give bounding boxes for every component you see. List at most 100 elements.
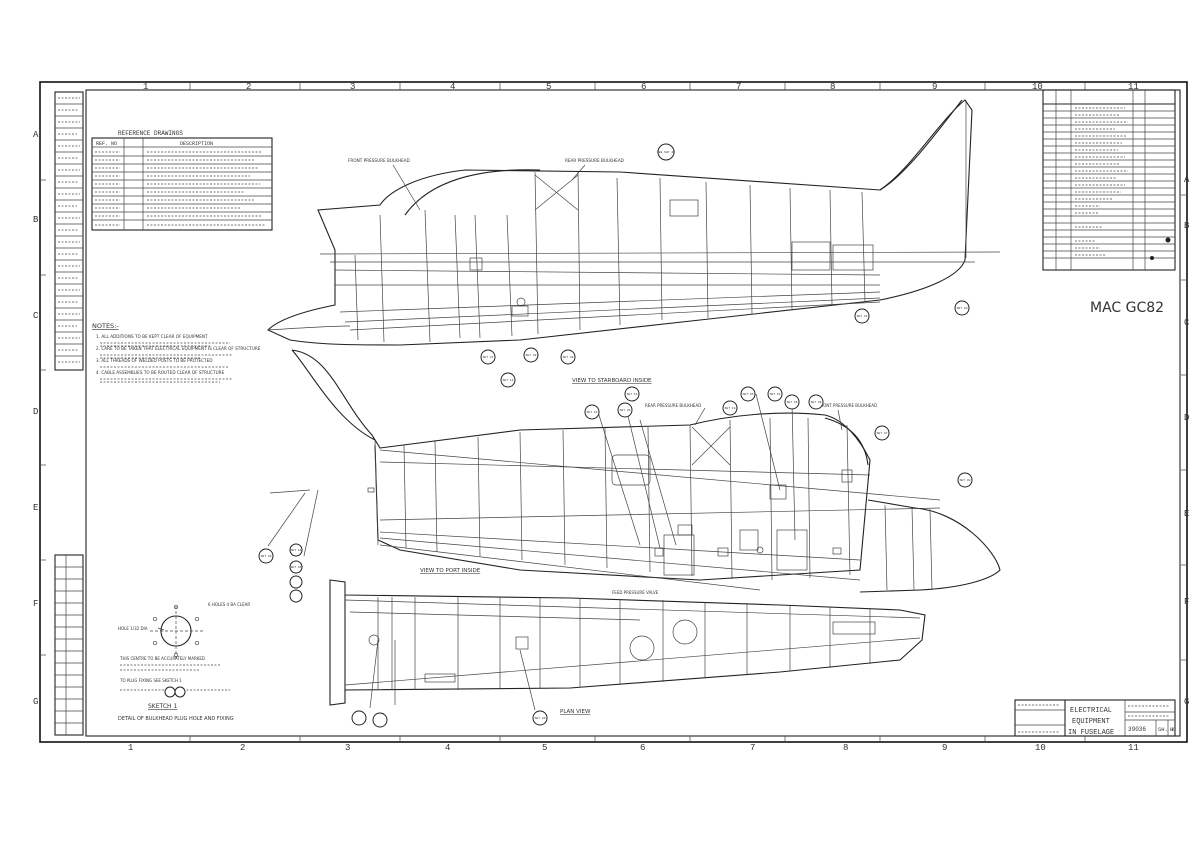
sheet-number: SH. 2 — [1158, 726, 1175, 733]
callout-bubble: SEE SHT 20 — [657, 143, 675, 161]
bubble-label: SHT 45 — [291, 566, 302, 569]
grid-row-left: G — [33, 697, 38, 707]
grid-row-left: D — [33, 407, 38, 417]
ref-col-header: REF. NO — [96, 141, 117, 147]
bubble-label: SHT 38 — [960, 479, 971, 482]
bubble-label: SHT 16 — [503, 379, 514, 382]
bubble-label: SHT 18 — [627, 393, 638, 396]
view-label-starboard: VIEW TO STARBOARD INSIDE — [572, 378, 652, 384]
grid-row-right: G — [1184, 697, 1189, 707]
grid-col-top: 7 — [736, 82, 741, 92]
grid-col-top: 8 — [830, 82, 835, 92]
callout-bubble: SHT 37 — [480, 349, 496, 365]
grid-col-top: 1 — [143, 82, 148, 92]
grid-col-top: 3 — [350, 82, 355, 92]
sketch-note-centre: THIS CENTRE TO BE ACCURATELY MARKED — [119, 656, 205, 661]
sketch-1-detail: HOLE 1/32 DIA 6 HOLES 4 BA CLEAR THIS CE… — [118, 602, 250, 722]
grid-col-bottom: 1 — [128, 743, 133, 753]
fuselage-port-view: REAR PRESSURE BULKHEAD FRONT PRESSURE BU… — [267, 349, 1001, 595]
grid-row-right: D — [1184, 413, 1189, 423]
title-line-2: EQUIPMENT — [1072, 718, 1110, 726]
grid-col-bottom: 3 — [345, 743, 350, 753]
drawing-number: 39036 — [1128, 726, 1146, 733]
grid-col-top: 6 — [641, 82, 646, 92]
grid-col-bottom: 11 — [1128, 743, 1139, 753]
grid-col-bottom: 2 — [240, 743, 245, 753]
grid-row-right: E — [1184, 509, 1189, 519]
callout-feed-valve: FEED PRESSURE VALVE — [612, 590, 659, 595]
sketch-note-fixing: TO PLUG FIXING SEE SKETCH 1 — [119, 678, 182, 683]
grid-col-bottom: 6 — [640, 743, 645, 753]
callout-front-pressure-mid: FRONT PRESSURE BULKHEAD — [818, 403, 877, 408]
callout-bubble: SHT 38 — [523, 347, 539, 363]
callout-bubble: SHT 18 — [624, 386, 640, 402]
callout-bubble: SHT 39 — [617, 402, 633, 418]
bubble-label: SHT 40 — [957, 307, 968, 310]
grid-col-bottom: 7 — [750, 743, 755, 753]
grid-col-bottom: 5 — [542, 743, 547, 753]
bubble-label: SHT 41 — [770, 393, 781, 396]
parts-list-table — [1042, 89, 1176, 271]
bubble-label: SHT 39 — [811, 401, 822, 404]
callout-bubble: SHT 40 — [954, 300, 970, 316]
bubble-label: SHT 36 — [787, 401, 798, 404]
left-revision-strip — [54, 91, 84, 736]
row-ticks — [40, 179, 1187, 661]
view-label-plan: PLAN VIEW — [560, 709, 591, 715]
grid-ticks — [189, 82, 1086, 742]
callout-bubble: SHT 41 — [767, 386, 783, 402]
note-item: 3. ALL THREADS OF WELDED POSTS TO BE PRO… — [96, 358, 212, 363]
callout-bubble: SHT 19 — [722, 400, 738, 416]
grid-row-left: F — [33, 599, 38, 609]
callout-rear-pressure-top: REAR PRESSURE BULKHEAD — [565, 158, 624, 163]
bubble-label: SHT 46 — [261, 555, 272, 558]
grid-col-bottom: 4 — [445, 743, 450, 753]
sketch-label-hole: HOLE 1/32 DIA — [118, 626, 148, 631]
callout-bubble: SHT 35 — [740, 386, 756, 402]
note-item: 4. CABLE ASSEMBLIES TO BE ROUTED CLEAR O… — [96, 370, 225, 375]
grid-col-top: 5 — [546, 82, 551, 92]
grid-row-right: B — [1184, 221, 1190, 231]
bubble-label: SHT 37 — [877, 432, 888, 435]
callout-bubble: SHT 44 — [854, 308, 870, 324]
grid-row-left: C — [33, 311, 39, 321]
callout-bubble: SHT 46 — [258, 548, 274, 564]
reference-drawings-table: REFERENCE DRAWINGS REF. NO DESCRIPTION — [91, 130, 273, 231]
callout-bubble: SHT 31 — [584, 404, 600, 420]
notes-heading: NOTES:- — [92, 322, 119, 330]
grid-col-bottom: 9 — [942, 743, 947, 753]
callout-bubble: SHT 39 — [560, 349, 576, 365]
sketch-subtitle: DETAIL OF BULKHEAD PLUG HOLE AND FIXING — [118, 716, 234, 722]
callout-bubble: SHT 16 — [500, 372, 516, 388]
bubble-label: SHT 31 — [587, 411, 598, 414]
grid-col-bottom: 10 — [1035, 743, 1046, 753]
bubble-label: SHT 44 — [291, 549, 302, 552]
sketch-label-holes: 6 HOLES 4 BA CLEAR — [208, 602, 250, 607]
bubble-label: SHT 38 — [526, 354, 537, 357]
grid-row-left: A — [33, 130, 39, 140]
note-item: 1. ALL ADDITIONS TO BE KEPT CLEAR OF EQU… — [96, 334, 208, 339]
title-line-1: ELECTRICAL — [1070, 707, 1112, 715]
bubble-label: SHT 35 — [743, 393, 754, 396]
callout-rear-pressure-mid: REAR PRESSURE BULKHEAD — [645, 403, 701, 408]
view-label-port: VIEW TO PORT INSIDE — [420, 568, 481, 574]
grid-col-top: 4 — [450, 82, 455, 92]
grid-row-left: B — [33, 215, 39, 225]
callout-bubble: SHT 45 — [289, 560, 303, 574]
grid-col-top: 10 — [1032, 82, 1043, 92]
callout-bubbles: SEE SHT 20 SHT 37 SHT 16 SHT 38 SHT 39 S… — [164, 143, 973, 728]
inner-border — [85, 89, 1181, 737]
grid-row-right: A — [1184, 175, 1190, 185]
bubble-label: SHT 37 — [483, 356, 494, 359]
bubble-label: SHT 19 — [725, 407, 736, 410]
title-block: ELECTRICAL EQUIPMENT IN FUSELAGE 39036 S… — [1014, 699, 1176, 737]
callout-front-pressure-top: FRONT PRESSURE BULKHEAD — [348, 158, 410, 163]
callout-bubble: SHT 36 — [784, 394, 800, 410]
grid-row-right: C — [1184, 318, 1190, 328]
grid-row-right: F — [1184, 597, 1189, 607]
grid-col-bottom: 8 — [843, 743, 848, 753]
note-item: 2. CARE TO BE TAKEN THAT ELECTRICAL EQUI… — [96, 346, 261, 351]
title-line-3: IN FUSELAGE — [1068, 729, 1114, 737]
fuselage-plan-view — [329, 579, 926, 711]
